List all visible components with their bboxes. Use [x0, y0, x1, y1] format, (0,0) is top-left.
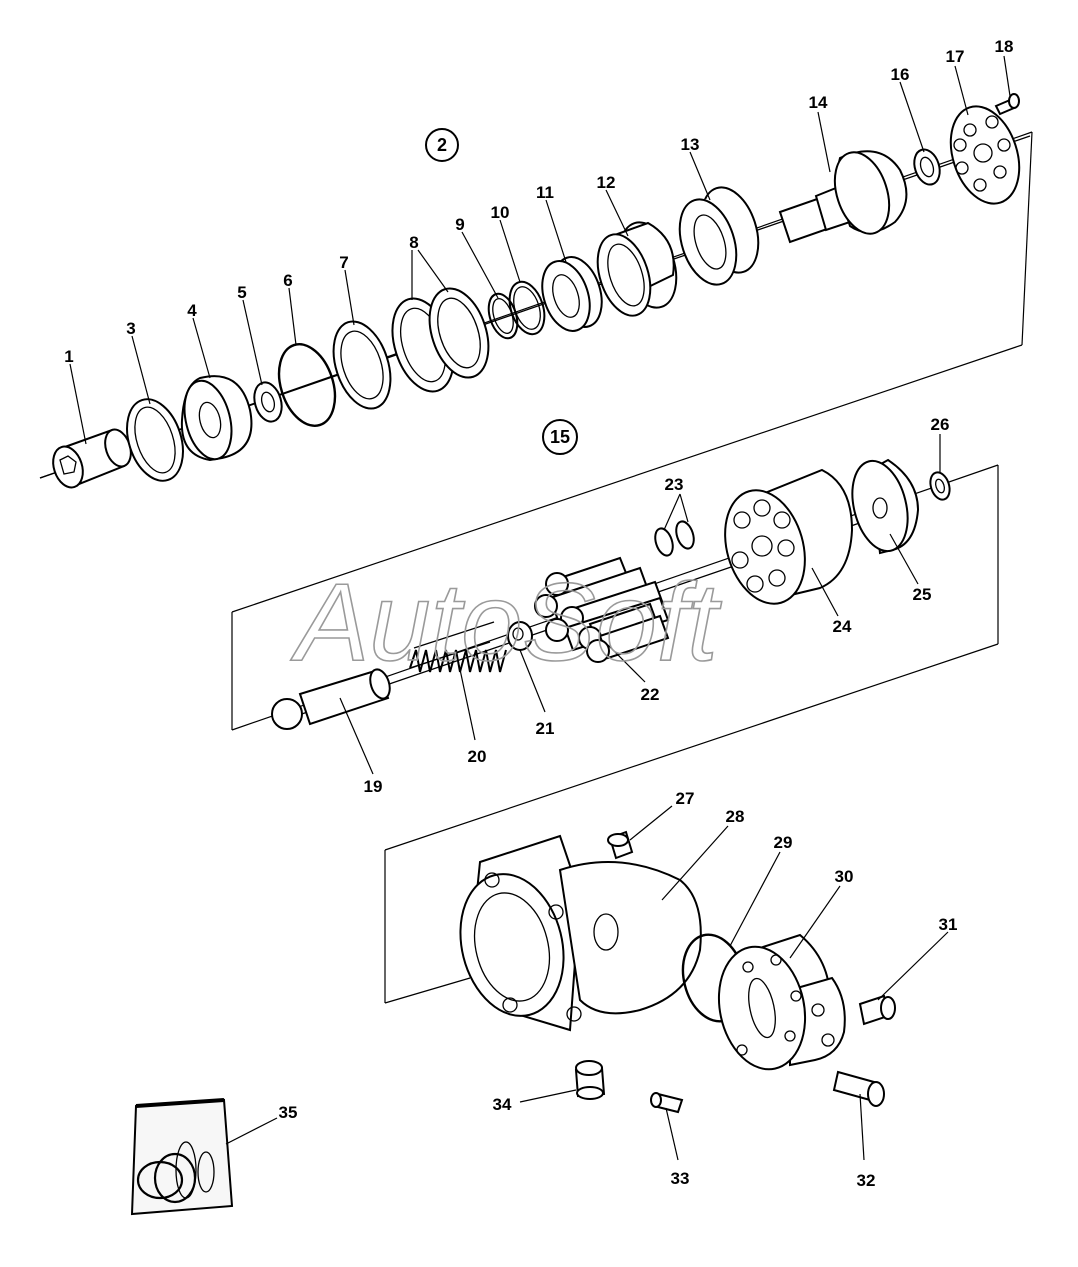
part-21-ball-guide [507, 621, 533, 651]
label-part-34: 34 [493, 1095, 512, 1114]
label-part-4: 4 [187, 301, 197, 320]
label-part-3: 3 [126, 319, 135, 338]
label-part-7: 7 [339, 253, 348, 272]
part-25-valve-plate [851, 458, 920, 555]
label-part-1: 1 [64, 347, 73, 366]
part-5-bushing [253, 381, 283, 423]
label-part-23: 23 [665, 475, 684, 494]
callout-assembly-15: 15 [542, 419, 578, 455]
part-30-end-cover [717, 933, 846, 1071]
svg-text:2: 2 [437, 135, 447, 155]
part-11-ball-bearing [541, 256, 603, 332]
part-1-spline-coupling [52, 428, 132, 489]
part-24-cylinder-block [724, 468, 854, 605]
part-35-seal-kit [130, 1098, 234, 1216]
label-part-18: 18 [995, 37, 1014, 56]
label-part-30: 30 [835, 867, 854, 886]
part-14-drive-shaft [778, 150, 908, 244]
part-13-roller-bearing [678, 186, 760, 286]
label-part-5: 5 [237, 283, 246, 302]
watermark: AutoSoft [290, 561, 722, 684]
part-19-center-pin [271, 668, 391, 730]
label-part-9: 9 [455, 215, 464, 234]
part-23-rings [654, 520, 695, 557]
housing-frame [384, 850, 471, 1004]
part-7-washer [332, 320, 392, 410]
label-part-8: 8 [409, 233, 418, 252]
callout-assembly-2: 2 [425, 128, 459, 162]
part-16-washer [913, 148, 941, 186]
part-3-retaining-ring [126, 398, 184, 482]
label-part-21: 21 [536, 719, 555, 738]
part-10-ring [508, 280, 546, 336]
part-labels: 1 3 4 5 6 7 8 9 10 11 12 13 14 16 17 18 … [64, 37, 1013, 1190]
part-27-plug [607, 830, 634, 860]
label-part-29: 29 [774, 833, 793, 852]
label-part-24: 24 [833, 617, 852, 636]
label-part-10: 10 [491, 203, 510, 222]
label-part-14: 14 [809, 93, 828, 112]
part-28-motor-housing [459, 834, 702, 1032]
part-8-thrust-washers [391, 287, 490, 393]
part-26-ring [929, 471, 951, 501]
leader-lines [69, 55, 1011, 1161]
label-part-6: 6 [283, 271, 292, 290]
label-part-33: 33 [671, 1169, 690, 1188]
label-part-17: 17 [946, 47, 965, 66]
part-12-bearing-cup [596, 221, 678, 317]
part-6-o-ring [277, 343, 337, 427]
label-part-13: 13 [681, 135, 700, 154]
svg-text:15: 15 [550, 427, 570, 447]
part-34-plug [574, 1060, 606, 1100]
label-part-11: 11 [536, 183, 554, 202]
label-part-32: 32 [857, 1171, 876, 1190]
label-part-28: 28 [726, 807, 745, 826]
part-18-screw [994, 93, 1020, 116]
label-part-19: 19 [364, 777, 383, 796]
part-31-screw [858, 994, 896, 1026]
label-part-31: 31 [939, 915, 958, 934]
part-33-dowel-pin [650, 1092, 684, 1114]
label-part-12: 12 [597, 173, 616, 192]
label-part-25: 25 [913, 585, 932, 604]
part-22-pistons [534, 556, 670, 663]
label-part-16: 16 [891, 65, 910, 84]
label-part-22: 22 [641, 685, 660, 704]
label-part-35: 35 [279, 1103, 298, 1122]
part-17-retainer-plate [949, 105, 1021, 205]
label-part-20: 20 [468, 747, 487, 766]
part-4-housing-flange [180, 375, 253, 462]
label-part-26: 26 [931, 415, 950, 434]
part-32-screw [832, 1070, 885, 1107]
label-part-27: 27 [676, 789, 695, 808]
